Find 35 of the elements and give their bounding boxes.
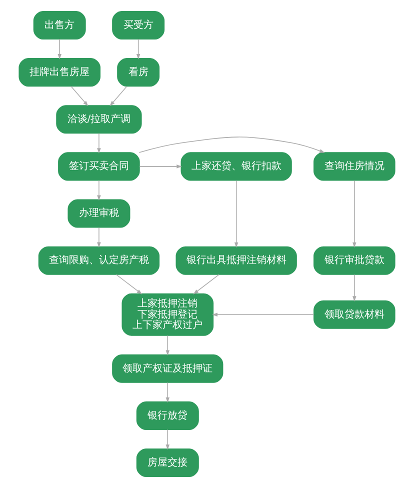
arrow <box>192 274 219 294</box>
node-box: 洽谈/拉取产调 <box>56 105 142 134</box>
node-box: 上家抵押注销 下家抵押登记 上下家产权过户 <box>121 293 214 336</box>
arrow <box>165 429 170 450</box>
arrow <box>352 180 356 248</box>
node-box: 出售方 <box>32 10 86 40</box>
arrow <box>70 86 88 106</box>
node-box: 领取产权证及抵押证 <box>112 354 223 383</box>
arrow <box>96 227 100 248</box>
arrow <box>165 382 170 403</box>
arrow <box>109 86 127 106</box>
arrow <box>96 180 100 201</box>
arrow <box>352 274 356 302</box>
node-box: 看房 <box>116 58 160 87</box>
arrow <box>138 164 182 168</box>
node-box: 银行出具抵押注销材料 <box>175 246 296 275</box>
arrow <box>57 38 61 60</box>
arrow <box>96 132 100 154</box>
arrow <box>234 180 238 248</box>
node-box: 查询限购、认定房产税 <box>38 246 160 275</box>
node-box: 查询住房情况 <box>313 152 395 181</box>
arrow <box>165 335 170 356</box>
arrow <box>212 312 314 316</box>
arrow <box>138 136 324 153</box>
node-box: 上家还贷、银行扣款 <box>180 152 292 181</box>
node-box: 领取贷款材料 <box>313 300 395 329</box>
node-box: 房屋交接 <box>136 448 198 478</box>
node-box: 银行放贷 <box>136 401 198 430</box>
node-box: 签订买卖合同 <box>58 152 140 181</box>
node-box: 买受方 <box>112 10 164 40</box>
node-box: 银行审批贷款 <box>313 246 395 275</box>
node-box: 挂牌出售房屋 <box>18 58 100 87</box>
node-box: 办理审税 <box>67 199 130 228</box>
arrow <box>136 38 140 60</box>
arrow <box>115 274 142 294</box>
